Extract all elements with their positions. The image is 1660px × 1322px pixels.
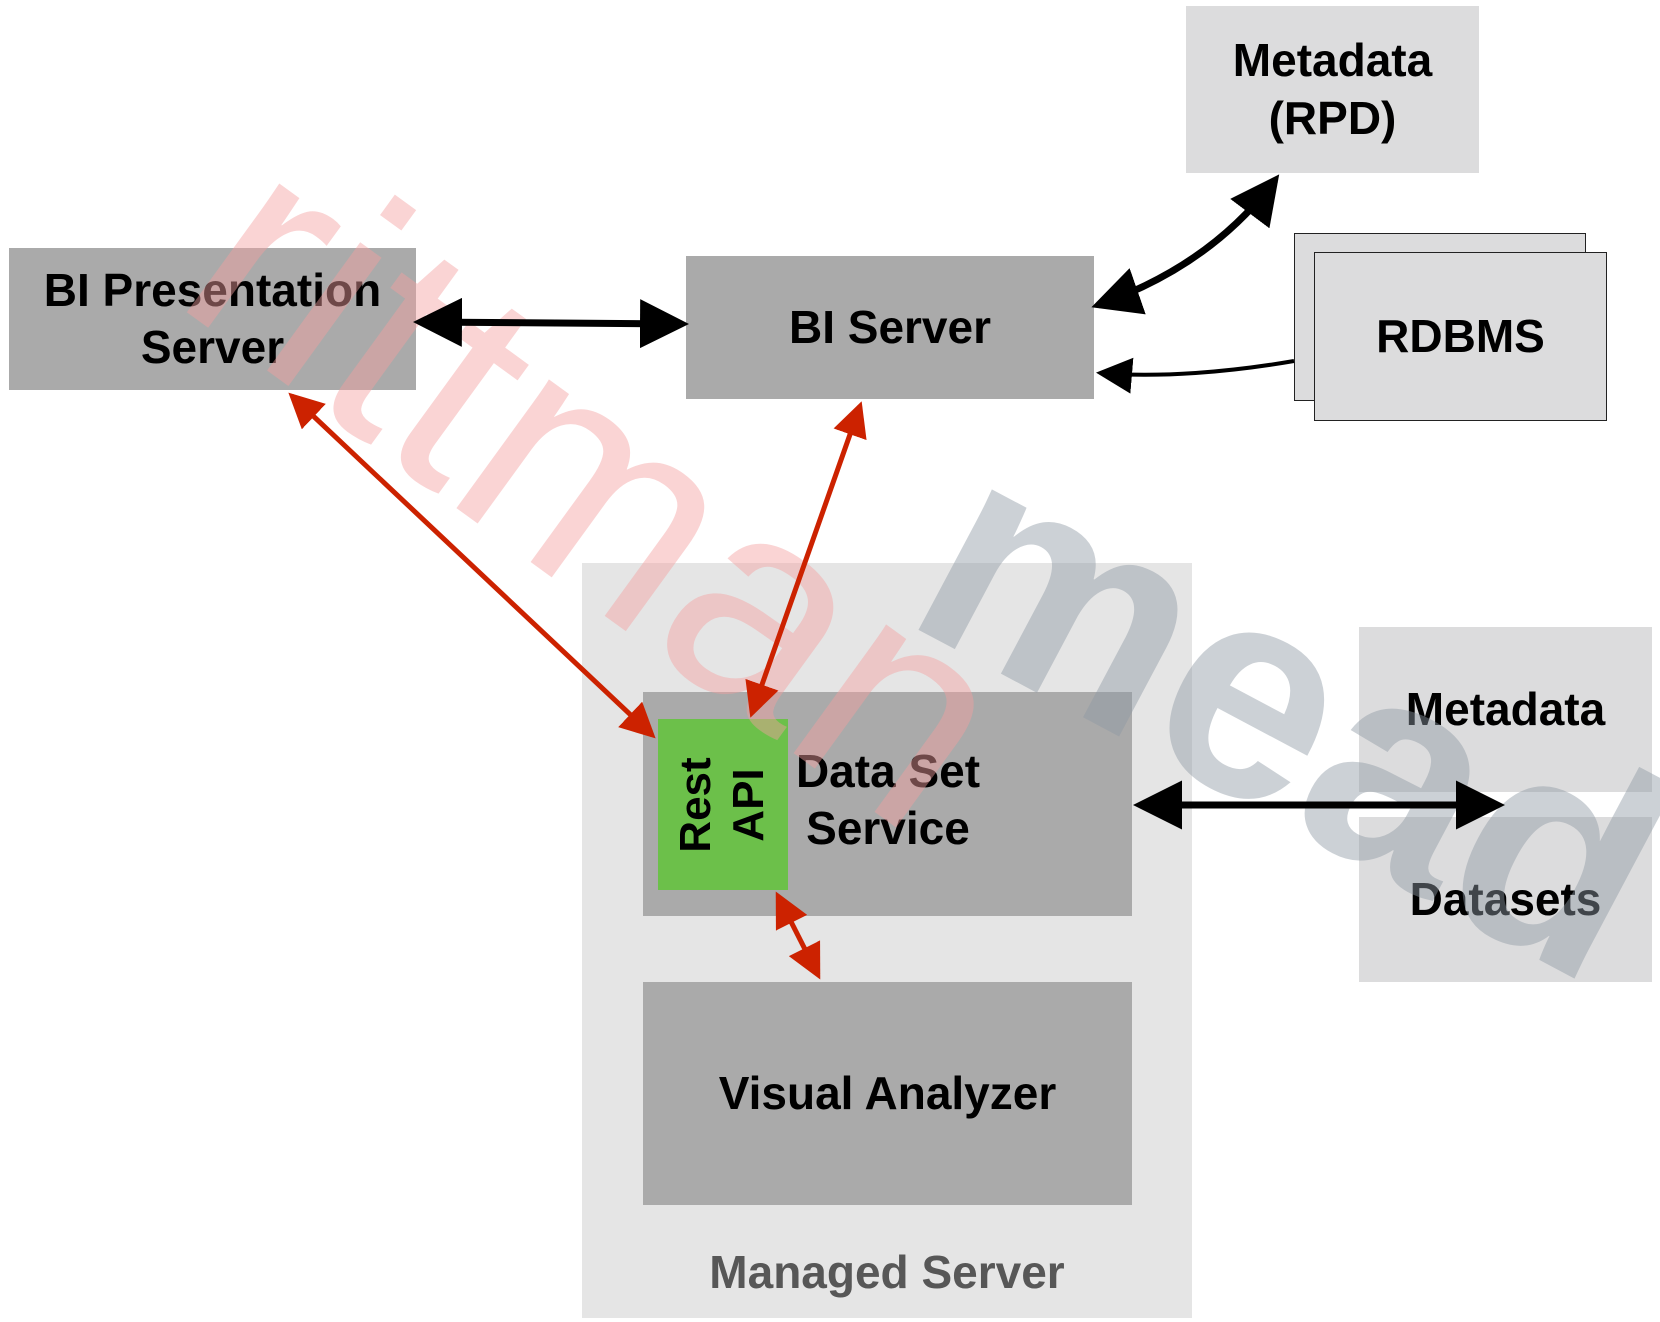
rest-api-label: Rest API — [671, 756, 773, 853]
datasets-box: Datasets — [1359, 817, 1652, 982]
managed-server-label: Managed Server — [709, 1246, 1065, 1298]
rdbms-box: RDBMS — [1314, 252, 1607, 421]
arrow-biserver-to-metadata-rpd — [1091, 174, 1280, 315]
metadata-rpd-box: Metadata (RPD) — [1186, 6, 1479, 173]
arrow-rdbms-to-biserver — [1096, 357, 1295, 394]
visual-analyzer-box: Visual Analyzer — [643, 982, 1132, 1205]
metadata-box: Metadata — [1359, 627, 1652, 792]
arrow-presentation-to-biserver — [413, 297, 689, 349]
data-set-service-label: Data Set Service — [795, 744, 981, 855]
bi-server-box: BI Server — [686, 256, 1094, 399]
bi-presentation-server-box: BI Presentation Server — [9, 248, 416, 390]
rest-api-box: Rest API — [658, 719, 788, 890]
